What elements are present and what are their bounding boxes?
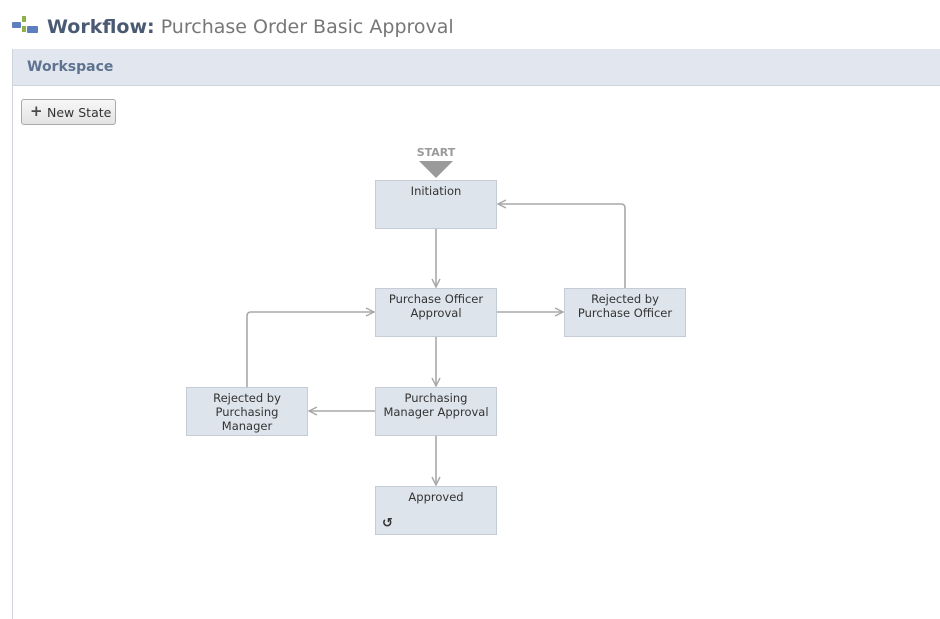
loop-icon: ↺ — [382, 516, 393, 531]
workflow-name: Purchase Order Basic Approval — [160, 16, 454, 38]
state-label-line: Rejected by — [591, 292, 659, 306]
state-label-line: Approved — [408, 490, 464, 504]
state-initiation[interactable]: Initiation — [375, 180, 497, 229]
workspace-title: Workspace — [27, 59, 114, 75]
workflow-icon — [12, 16, 38, 33]
start-arrow-icon — [419, 161, 453, 178]
state-label-line: Approval — [410, 306, 462, 320]
workspace-header: Workspace — [13, 49, 940, 86]
state-purchase-officer-approval[interactable]: Purchase Officer Approval — [375, 288, 497, 337]
page-header: Workflow: Purchase Order Basic Approval — [0, 0, 940, 50]
state-label-line: Purchasing — [404, 391, 468, 405]
new-state-button[interactable]: + New State — [21, 99, 116, 125]
start-label: START — [416, 146, 456, 159]
page-title: Workflow: Purchase Order Basic Approval — [47, 14, 454, 40]
state-rejected-by-purchasing-manager[interactable]: Rejected by Purchasing Manager — [186, 387, 308, 436]
state-purchasing-manager-approval[interactable]: Purchasing Manager Approval — [375, 387, 497, 436]
new-state-label: New State — [47, 105, 112, 120]
plus-icon: + — [30, 102, 43, 120]
state-label-line: Initiation — [410, 184, 462, 198]
state-label-line: Purchasing — [215, 405, 279, 419]
state-label-line: Purchase Officer — [388, 292, 484, 306]
state-label-line: Purchase Officer — [577, 306, 673, 320]
state-label-line: Manager — [221, 419, 273, 433]
title-label: Workflow: — [47, 16, 155, 38]
state-approved[interactable]: Approved ↺ — [375, 486, 497, 535]
workspace-panel: Workspace — [12, 49, 940, 619]
state-label-line: Manager Approval — [383, 405, 489, 419]
state-rejected-by-purchase-officer[interactable]: Rejected by Purchase Officer — [564, 288, 686, 337]
state-label-line: Rejected by — [213, 391, 281, 405]
